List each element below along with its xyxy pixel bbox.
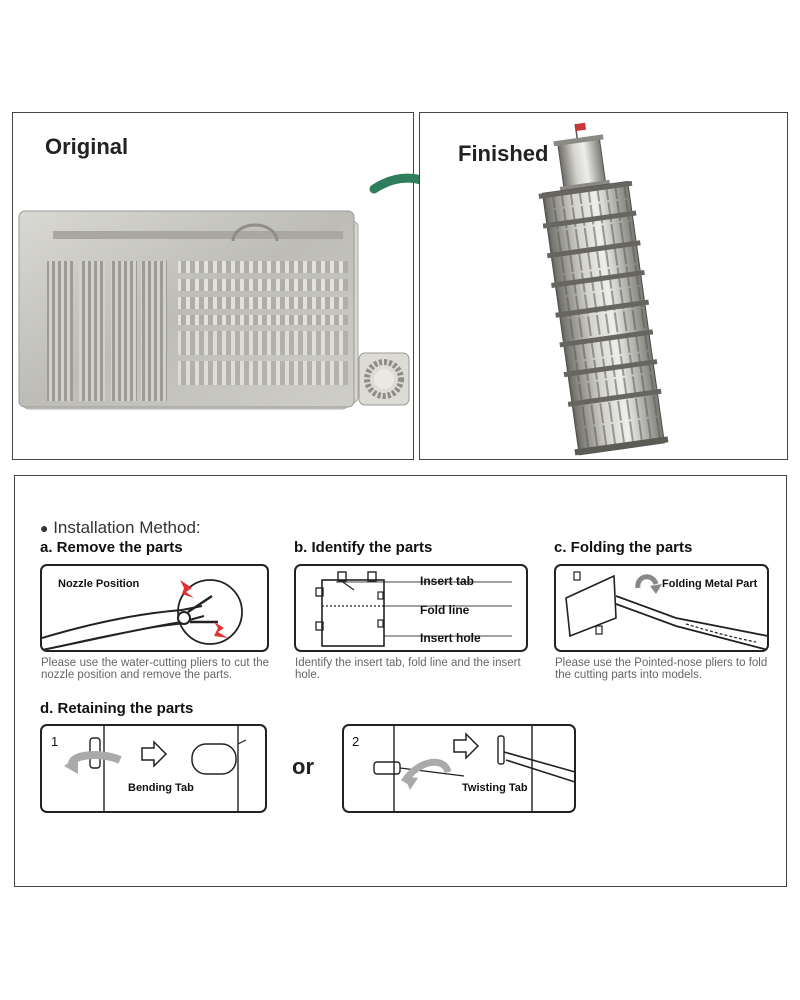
installation-heading-text: Installation Method: [53, 518, 201, 537]
original-panel: Original [12, 112, 414, 460]
step-d-option-2-diagram: 2 Twisting Tab [342, 724, 576, 813]
pointed-nose-pliers-icon [565, 571, 767, 650]
twisting-tab-icon [373, 726, 574, 811]
folding-metal-part-label: Folding Metal Part [662, 578, 758, 590]
step-a-title: a. Remove the parts [40, 539, 183, 556]
step-c-title: c. Folding the parts [554, 539, 693, 556]
step-b-description: Identify the insert tab, fold line and t… [295, 657, 521, 681]
finished-title: Finished [458, 141, 549, 166]
leaning-tower-image [538, 122, 669, 456]
insert-tab-label: Insert tab [420, 574, 475, 588]
step-d-option-1-diagram: 1 Bending Tab [40, 724, 267, 813]
bending-tab-icon [64, 726, 247, 811]
original-title: Original [45, 134, 129, 159]
twisting-tab-label: Twisting Tab [462, 782, 528, 794]
water-cutting-pliers-icon [42, 579, 243, 650]
step-c-diagram: Folding Metal Part [554, 564, 769, 652]
step-b-title: b. Identify the parts [294, 539, 433, 556]
option-2-number: 2 [352, 734, 360, 749]
step-a-diagram: Nozzle Position [40, 564, 269, 652]
fold-line-label: Fold line [420, 603, 470, 617]
bending-tab-label: Bending Tab [128, 782, 194, 794]
installation-heading: ● Installation Method: [40, 518, 201, 538]
finished-panel: Finished [419, 112, 788, 460]
insert-hole-label: Insert hole [420, 631, 481, 645]
metal-sheets-image [18, 210, 410, 410]
step-c-description: Please use the Pointed-nose pliers to fo… [555, 657, 768, 681]
option-1-number: 1 [51, 734, 59, 749]
instructions-panel [14, 475, 787, 887]
step-d-title: d. Retaining the parts [40, 700, 194, 717]
nozzle-position-label: Nozzle Position [58, 578, 140, 590]
step-b-diagram: Insert tab Fold line Insert hole [294, 564, 528, 652]
bullet-icon: ● [40, 520, 49, 536]
step-a-description: Please use the water-cutting pliers to c… [41, 657, 269, 681]
or-text: or [292, 754, 314, 779]
part-outline-icon [315, 571, 512, 647]
